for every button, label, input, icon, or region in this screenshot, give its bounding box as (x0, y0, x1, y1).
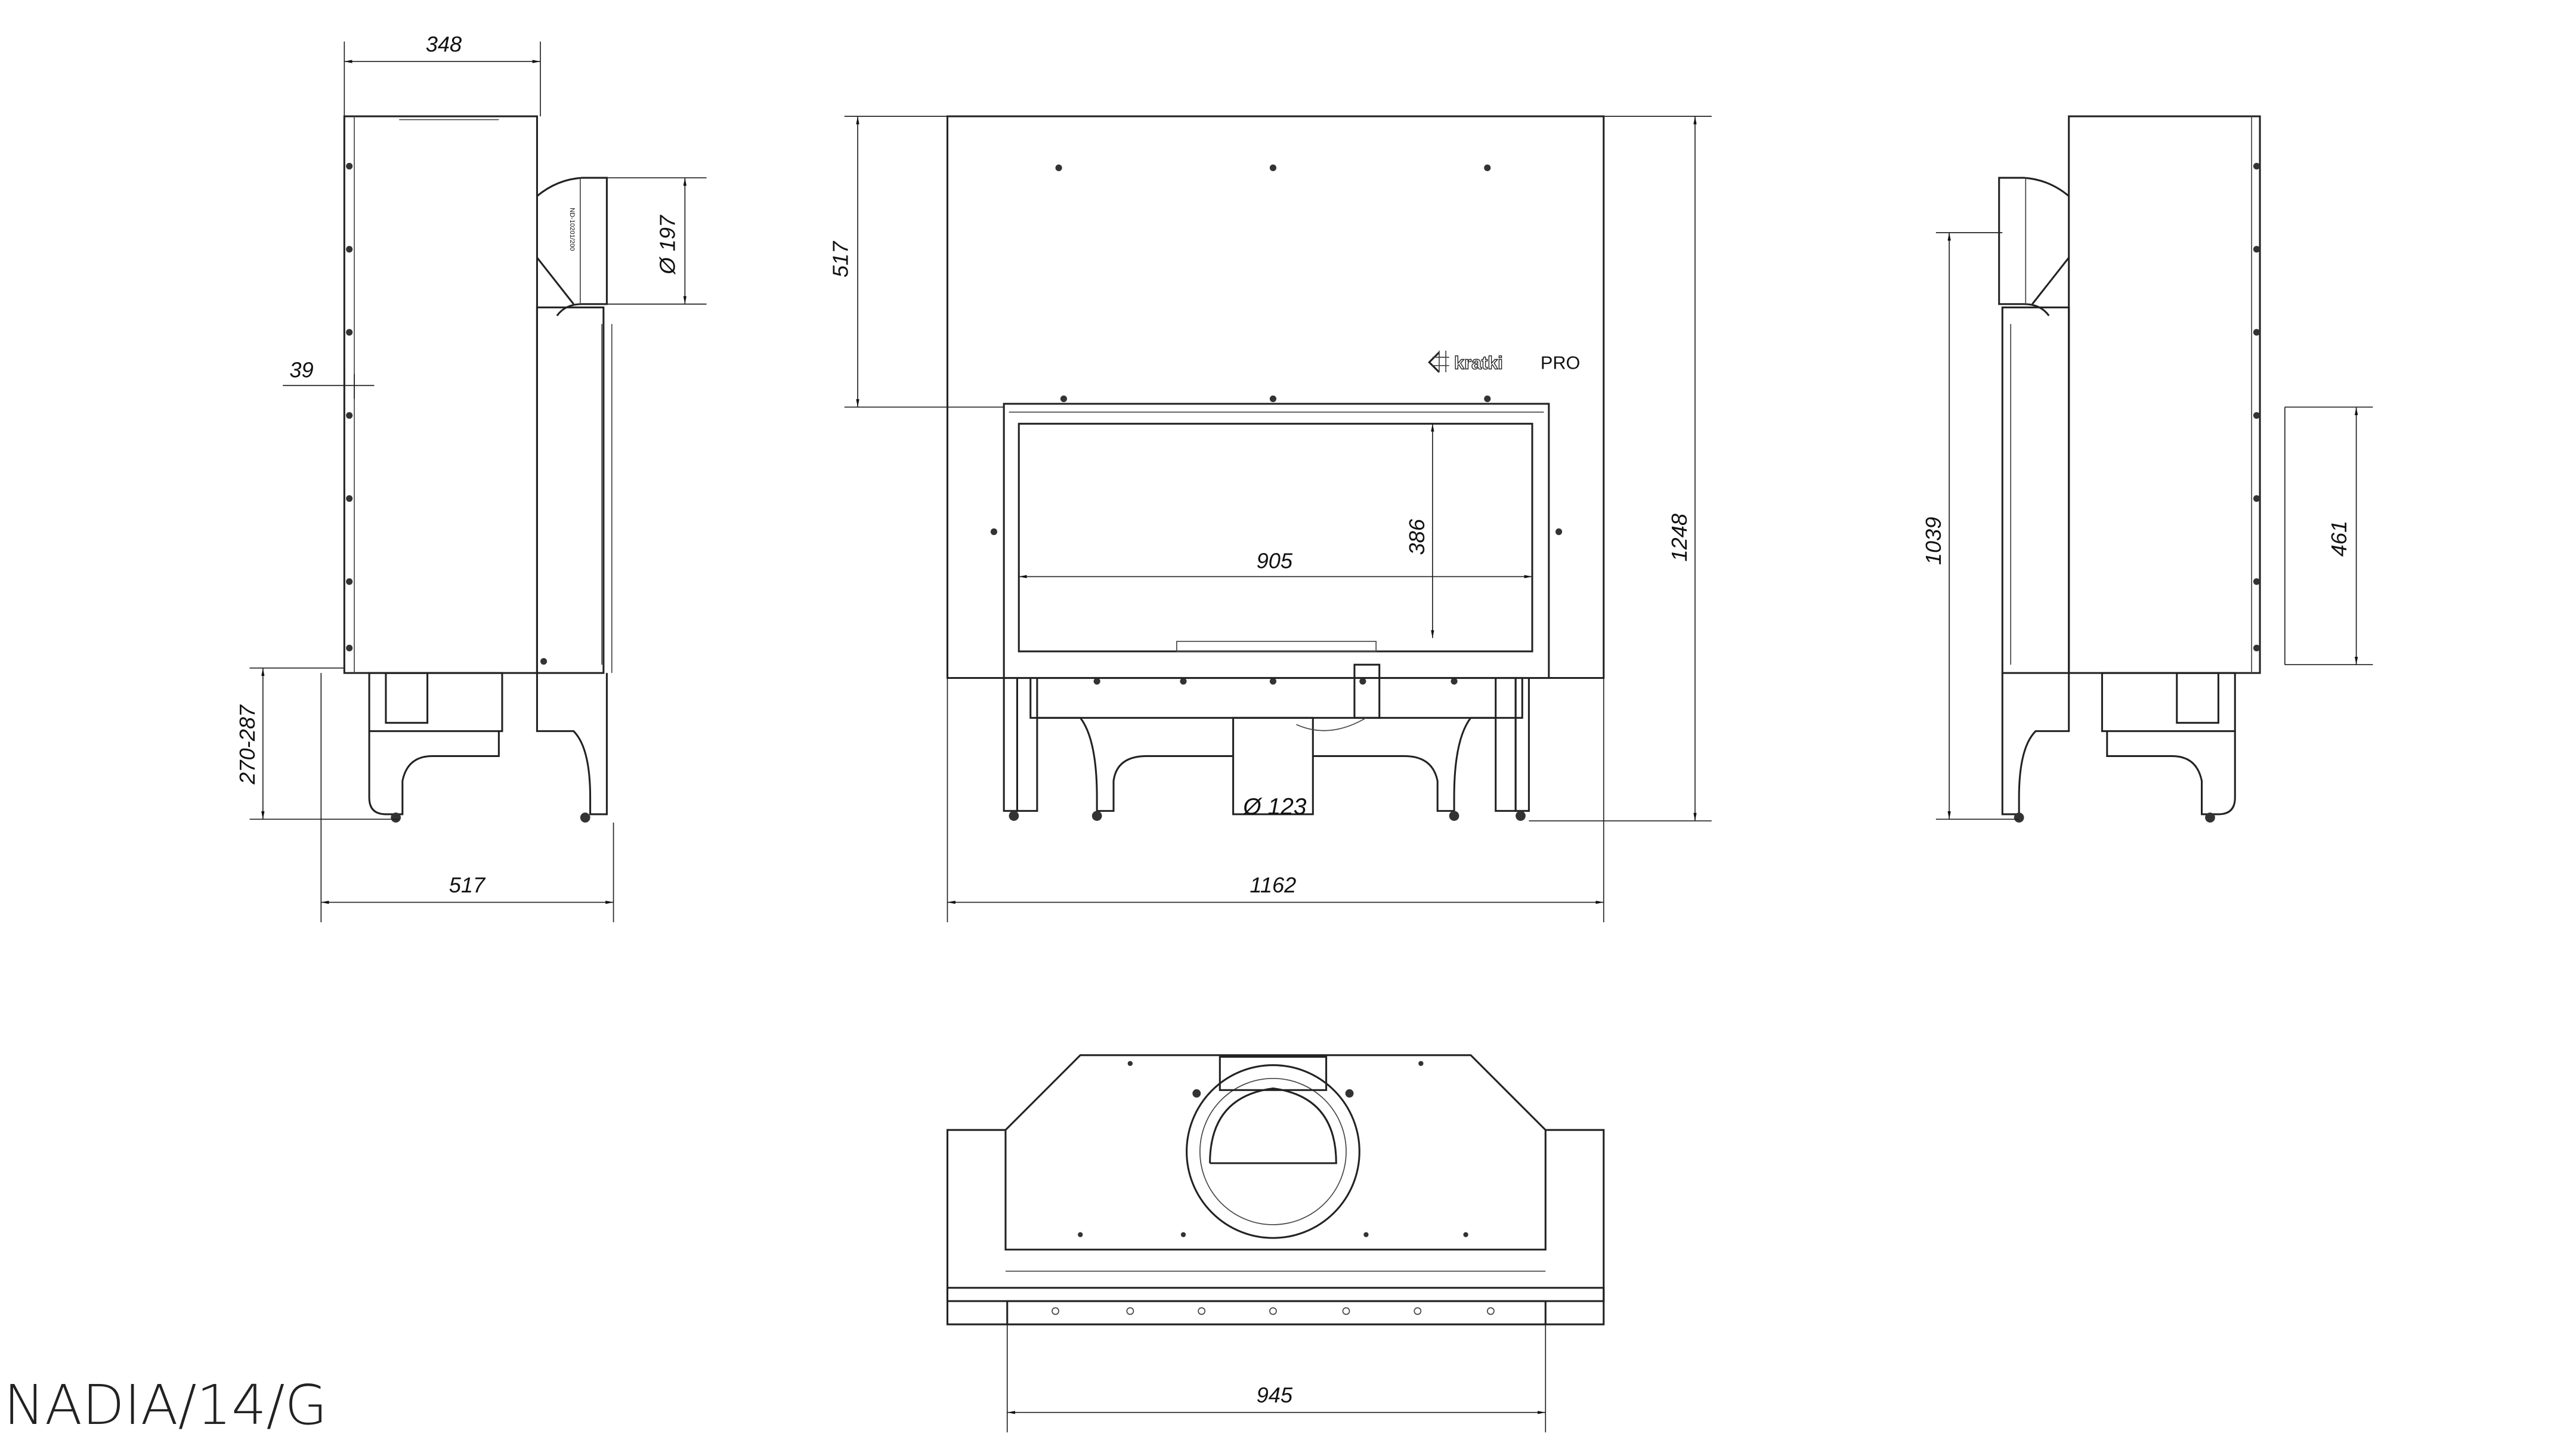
brand-logo: kratki PRO (1428, 350, 1580, 373)
dim-348: 348 (426, 32, 462, 56)
right-side-view: 1039 461 (1921, 115, 2373, 823)
model-title: NADIA/14/G (4, 1373, 327, 1437)
dim-39: 39 (289, 357, 313, 382)
dim-flue-diameter: Ø 197 (655, 214, 680, 274)
plan-view: 945 (946, 1054, 1605, 1433)
dim-945: 945 (1257, 1383, 1293, 1407)
dim-461: 461 (2327, 521, 2351, 557)
dim-leg-height: 270-287 (235, 704, 259, 785)
left-side-view: ND-10201/200 348 Ø 197 39 270-287 517 (235, 32, 707, 922)
dim-386: 386 (1405, 518, 1429, 555)
dim-1039: 1039 (1921, 517, 1946, 566)
logo-text: kratki (1454, 353, 1503, 373)
dim-air-inlet: Ø 123 (1242, 794, 1307, 820)
dim-517-left: 517 (449, 873, 486, 897)
dim-1248: 1248 (1667, 514, 1691, 562)
dim-517-top: 517 (828, 240, 852, 277)
dim-905: 905 (1257, 549, 1293, 573)
part-label: ND-10201/200 (568, 208, 576, 251)
dim-1162: 1162 (1250, 873, 1296, 897)
front-view: kratki PRO 517 905 386 1248 Ø 123 1162 (828, 115, 1712, 922)
logo-suffix: PRO (1541, 353, 1580, 373)
